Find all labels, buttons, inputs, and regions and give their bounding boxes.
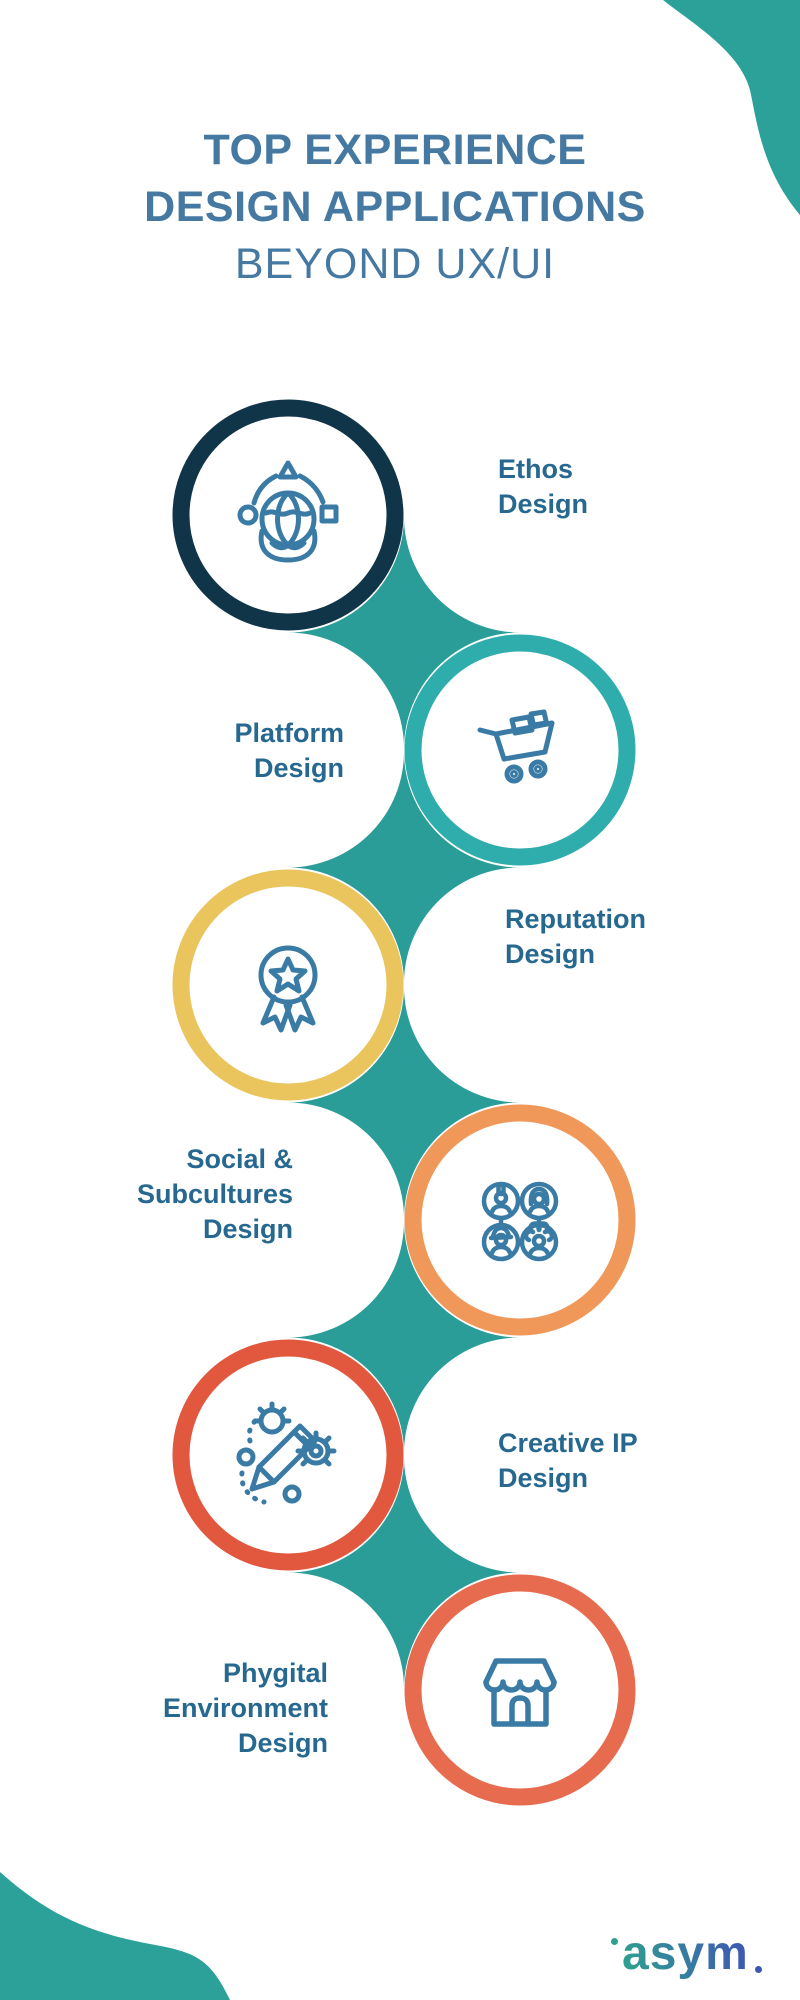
title-line-2: DESIGN APPLICATIONS (144, 183, 646, 231)
storefront-icon (460, 1630, 580, 1750)
award-ribbon-icon (228, 925, 348, 1045)
flow-connector-2 (288, 750, 520, 985)
flow-connector-4 (288, 1220, 520, 1455)
community-people-icon (460, 1160, 580, 1280)
ring-platform-design (404, 634, 636, 866)
label-reputation-design: Reputation Design (505, 904, 646, 969)
ring-creative-ip-design (172, 1339, 404, 1571)
flow-connector-5 (288, 1455, 520, 1690)
title-line-3: BEYOND UX/UI (234, 240, 556, 288)
label-platform-design: Platform Design (234, 718, 344, 783)
flow-connector-1 (288, 515, 520, 750)
ring-social-design (404, 1104, 636, 1336)
globe-hands-icon (228, 455, 348, 575)
brand-logo: asym (611, 1926, 762, 1981)
bottom-left-blob (0, 1872, 230, 2000)
label-ethos-design: Ethos Design (498, 454, 589, 519)
logo-text: asym (622, 1927, 749, 1980)
shopping-cart-icon (460, 690, 580, 810)
label-phygital-design: Phygital Environment Design (162, 1658, 328, 1758)
logo-trailing-dot (754, 1966, 762, 1973)
logo-leading-dot (611, 1938, 618, 1945)
title-line-1: TOP EXPERIENCE (203, 126, 587, 174)
pencil-gears-icon (228, 1395, 348, 1515)
infographic-title: TOP EXPERIENCE DESIGN APPLICATIONS BEYON… (0, 122, 790, 293)
ring-phygital-design (404, 1574, 636, 1806)
top-right-blob (663, 0, 800, 215)
flow-connector-3 (288, 985, 520, 1220)
label-creative-ip-design: Creative IP Design (498, 1428, 638, 1493)
label-social-design: Social & Subcultures Design (136, 1144, 293, 1244)
